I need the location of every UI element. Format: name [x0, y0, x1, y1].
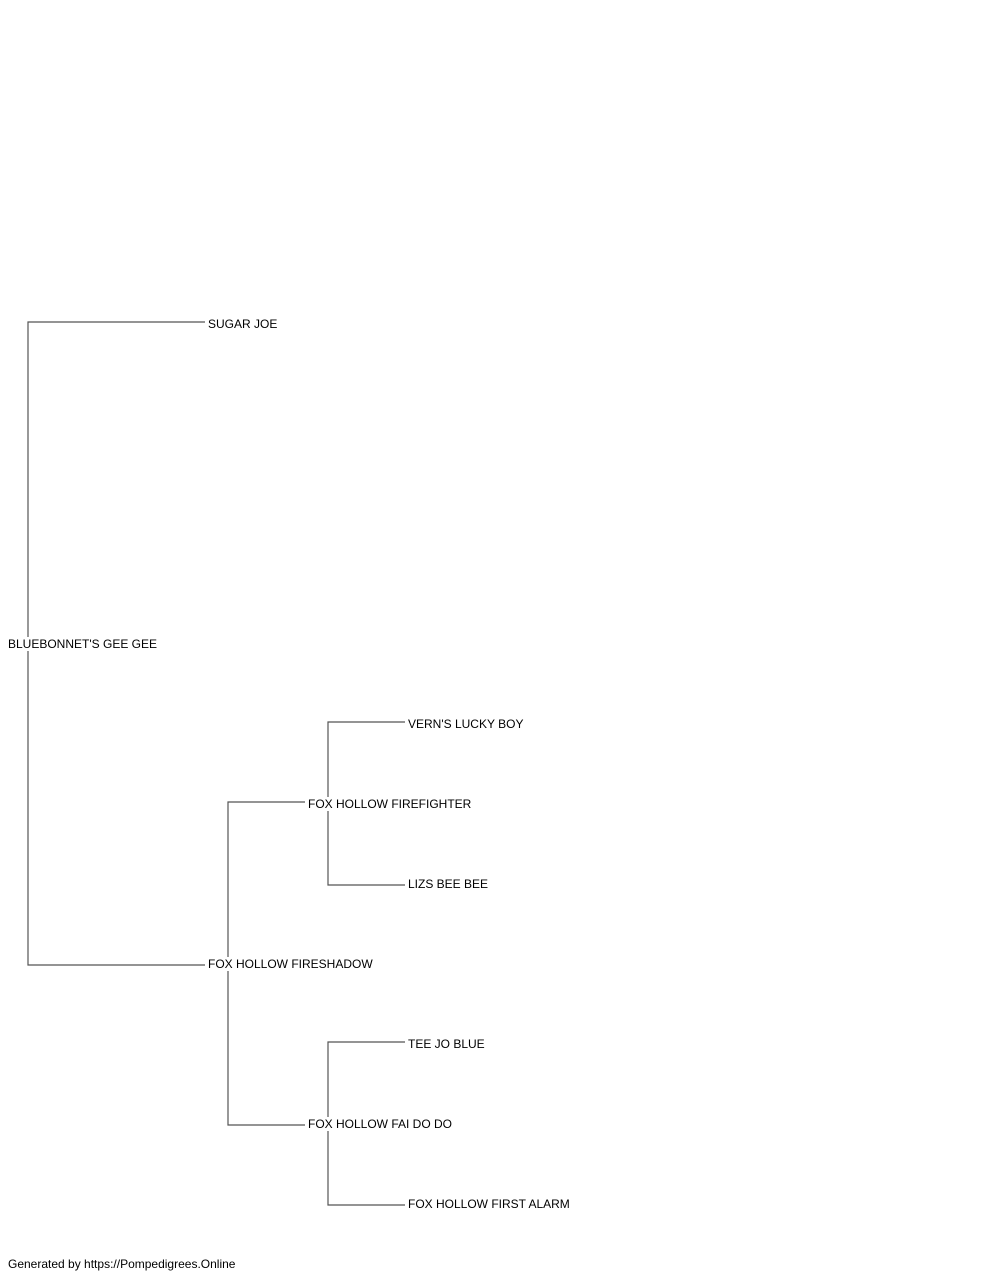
connector-dam-dam — [227, 963, 305, 1126]
pedigree-dam-name: FOX HOLLOW FIRESHADOW — [208, 957, 373, 971]
pedigree-dam-dam-dam-name: FOX HOLLOW FIRST ALARM — [408, 1197, 570, 1211]
connector-dam-dam-dam — [327, 1123, 405, 1206]
connector-subject-sire — [27, 321, 205, 643]
pedigree-subject-name: BLUEBONNET'S GEE GEE — [8, 637, 157, 651]
pedigree-dam-sire-sire-name: VERN'S LUCKY BOY — [408, 717, 524, 731]
generated-by-footer: Generated by https://Pompedigrees.Online — [8, 1257, 236, 1271]
connector-subject-dam — [27, 643, 205, 966]
connector-dam-dam-sire — [327, 1041, 405, 1123]
pedigree-dam-sire-dam-name: LIZS BEE BEE — [408, 877, 489, 891]
pedigree-sire-name: SUGAR JOE — [208, 317, 278, 331]
connector-dam-sire-dam — [327, 803, 405, 886]
pedigree-dam-dam-name: FOX HOLLOW FAI DO DO — [308, 1117, 453, 1131]
pedigree-dam-sire-name: FOX HOLLOW FIREFIGHTER — [308, 797, 472, 811]
pedigree-dam-dam-sire-name: TEE JO BLUE — [408, 1037, 485, 1051]
connector-dam-sire — [227, 801, 305, 963]
connector-dam-sire-sire — [327, 721, 405, 803]
